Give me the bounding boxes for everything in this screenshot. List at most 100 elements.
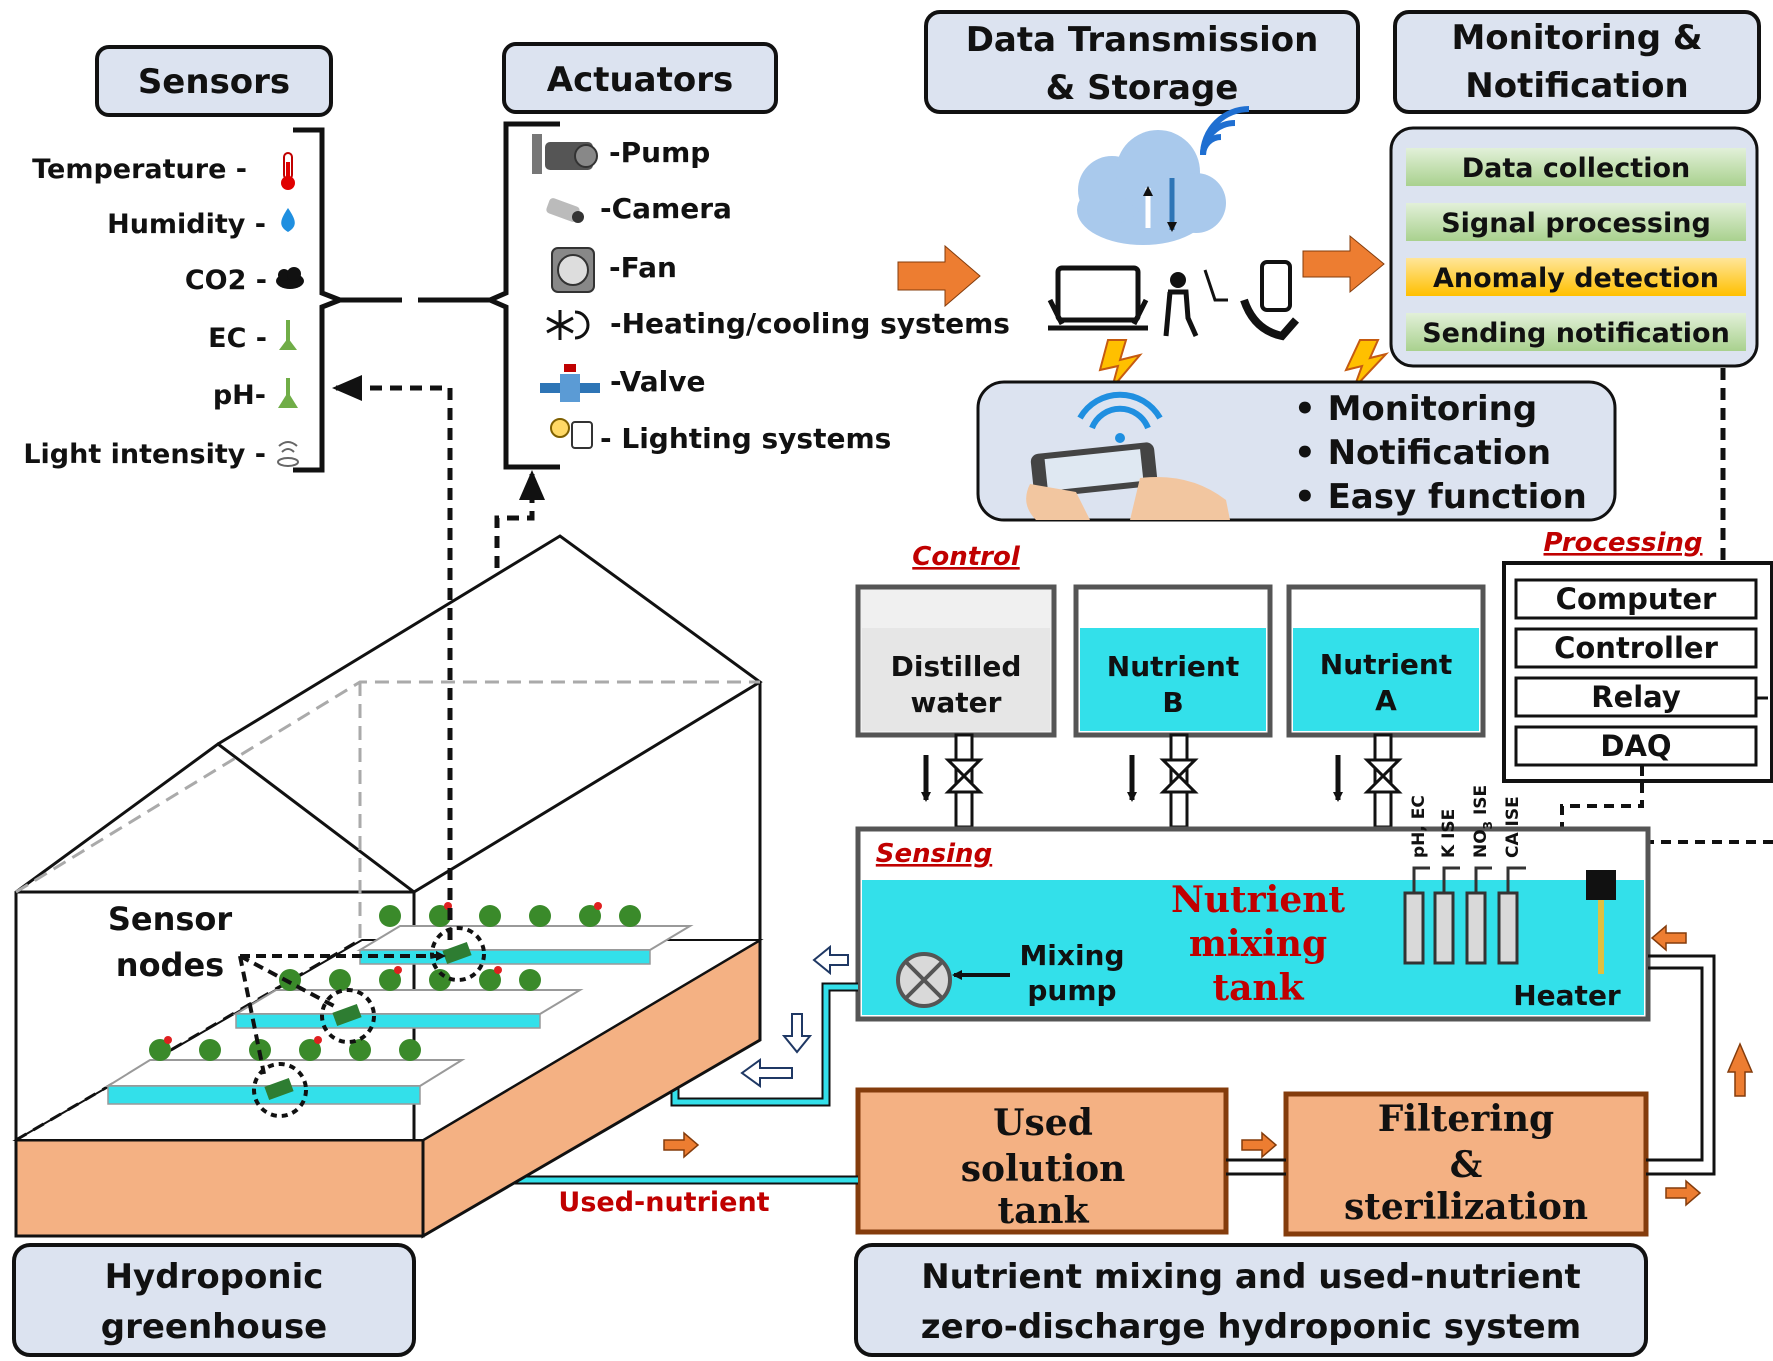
sensing-label: Sensing	[876, 839, 992, 869]
fan-icon	[551, 247, 595, 293]
phone-hand-icon	[1240, 260, 1300, 341]
thermometer-icon	[281, 152, 295, 190]
used-tank-line3: tank	[997, 1190, 1089, 1232]
greenhouse: Sensor nodes	[12, 534, 764, 1239]
sensor-nodes-line1: Sensor	[108, 900, 233, 938]
processing-controller: Controller	[1554, 631, 1718, 665]
used-solution-tank: Used solution tank	[855, 1087, 1229, 1235]
pump-icon	[532, 134, 598, 174]
sensors-list: Temperature - Humidity - CO2 - EC - pH- …	[23, 154, 267, 470]
sensor-light-label: Light intensity -	[23, 439, 266, 470]
transmission-header: Data Transmission & Storage	[924, 10, 1360, 114]
sensors-header-title: Sensors	[138, 62, 290, 102]
probe-no3-ise-label: NO3 ISE	[1471, 785, 1495, 858]
node-to-actuators-link	[494, 470, 545, 568]
used-nutrient-label: Used-nutrient	[558, 1187, 769, 1218]
tank-nutrient-a: Nutrient A	[1286, 584, 1486, 738]
greenhouse-header-line1: Hydroponic	[105, 1257, 324, 1297]
camera-icon	[546, 198, 584, 223]
sensor-node-2	[320, 988, 376, 1044]
filter-line2: &	[1450, 1144, 1483, 1186]
arrow-to-cloud	[897, 244, 981, 308]
sensor-co2-label: CO2 -	[185, 265, 267, 296]
light-sensor-icon	[277, 441, 299, 467]
app-feature-monitoring: • Monitoring	[1294, 389, 1537, 429]
actuator-fan-label: -Fan	[609, 251, 677, 284]
mixing-tank-line2: mixing	[1189, 923, 1327, 965]
pipe-filter-to-mixing	[1646, 954, 1716, 1176]
actuator-camera-label: -Camera	[600, 192, 732, 225]
tank-nutrient-b: Nutrient B	[1073, 584, 1273, 738]
sensors-header: Sensors	[95, 45, 333, 117]
tank-nutrient-b-line2: B	[1162, 686, 1183, 719]
actuator-pump-label: -Pump	[609, 136, 710, 169]
cloud-icon	[1077, 130, 1226, 245]
valve-distilled	[921, 733, 984, 829]
outflow-arrows	[740, 944, 849, 1088]
filter-line3: sterilization	[1344, 1186, 1588, 1228]
probe-k-ise-label: K ISE	[1439, 809, 1459, 858]
step-anomaly-detection	[1406, 258, 1746, 296]
transmission-header-line2: & Storage	[1046, 68, 1239, 108]
pipe-used-to-filter	[1226, 1158, 1286, 1176]
step-data-collection	[1406, 148, 1746, 186]
processing-relay: Relay	[1591, 680, 1681, 714]
flow-arrow-to-filter	[1241, 1131, 1278, 1159]
nutrient-mixing-tank: Sensing Nutrient mixing tank Mixing pump…	[855, 785, 1651, 1022]
actuators-bracket	[483, 121, 560, 470]
filter-line1: Filtering	[1378, 1098, 1554, 1140]
step-anomaly-detection-label: Anomaly detection	[1433, 263, 1719, 294]
mixing-pump-line1: Mixing	[1019, 939, 1124, 972]
water-drop-icon	[281, 208, 295, 232]
monitoring-header-line1: Monitoring &	[1451, 18, 1702, 58]
heater-icon	[1586, 870, 1616, 974]
transmission-header-line1: Data Transmission	[966, 20, 1319, 60]
processing-daq: DAQ	[1600, 729, 1671, 763]
valve-nutrient-a	[1333, 733, 1403, 829]
wifi-icon	[1200, 106, 1250, 156]
step-sending-notification-label: Sending notification	[1422, 318, 1730, 349]
smartphone-hand-icon	[1026, 442, 1230, 520]
app-feature-easy-function: • Easy function	[1294, 477, 1587, 517]
probe-ca-ise-label: CA ISE	[1503, 796, 1523, 858]
sensor-nodes-line2: nodes	[116, 946, 224, 984]
flow-arrow-into-mixing	[1650, 924, 1687, 952]
actuators-header-title: Actuators	[547, 60, 734, 100]
flow-arrow-used-nutrient	[663, 1131, 700, 1159]
flow-arrow-upward	[1726, 1042, 1754, 1097]
flow-arrows	[663, 924, 1754, 1207]
laptop-icon	[1047, 265, 1149, 331]
monitoring-panel: Data collection Signal processing Anomal…	[1389, 126, 1759, 368]
greenhouse-header: Hydroponic greenhouse	[12, 1243, 416, 1357]
system-header-line1: Nutrient mixing and used-nutrient	[921, 1257, 1581, 1297]
tank-nutrient-a-line2: A	[1375, 684, 1397, 717]
sensor-humidity-label: Humidity -	[107, 209, 266, 240]
lighting-icon	[550, 418, 593, 449]
processing-label: Processing	[1544, 528, 1703, 558]
filtering-sterilization: Filtering & sterilization	[1283, 1091, 1649, 1237]
used-tank-line2: solution	[961, 1148, 1126, 1190]
sensor-probes	[1403, 866, 1526, 965]
sensor-temperature-label: Temperature -	[32, 154, 247, 185]
system-header-line2: zero-discharge hydroponic system	[921, 1307, 1581, 1347]
tank-distilled-line2: water	[911, 686, 1002, 719]
heating-cooling-icon	[546, 310, 590, 340]
step-data-collection-label: Data collection	[1462, 153, 1690, 184]
step-sending-notification	[1406, 313, 1746, 351]
ec-probe-icon	[279, 320, 297, 350]
valve-nutrient-b	[1127, 733, 1199, 829]
tank-distilled-line1: Distilled	[891, 650, 1022, 683]
lightning-icon-right	[1344, 339, 1390, 389]
person-computer-icon	[1163, 269, 1228, 338]
tank-nutrient-a-line1: Nutrient	[1320, 648, 1452, 681]
processing-computer: Computer	[1556, 582, 1717, 616]
monitoring-header: Monitoring & Notification	[1393, 10, 1761, 114]
app-feature-notification: • Notification	[1294, 433, 1551, 473]
actuators-header: Actuators	[502, 42, 778, 114]
mixing-tank-line3: tank	[1212, 967, 1304, 1009]
monitoring-header-line2: Notification	[1465, 66, 1689, 106]
mixing-tank-line1: Nutrient	[1171, 879, 1345, 921]
processing-unit: Computer Controller Relay DAQ	[1502, 561, 1773, 783]
sensor-node-1	[252, 1062, 308, 1118]
sensor-ph-label: pH-	[213, 380, 266, 411]
